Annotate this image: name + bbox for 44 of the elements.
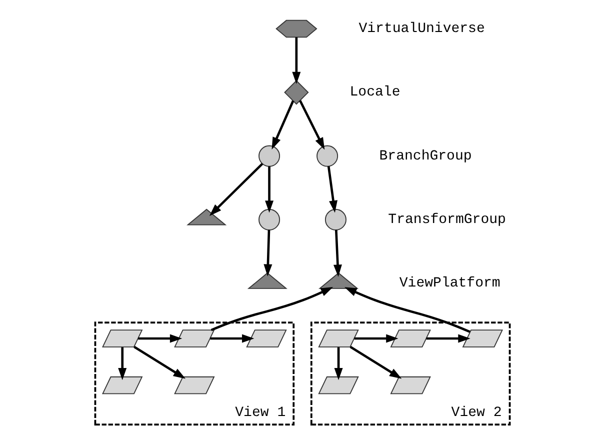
arrow — [210, 286, 334, 332]
node-parallelogram — [318, 376, 359, 394]
arrow — [292, 37, 301, 84]
node-parallelogram — [390, 376, 431, 394]
node-hexagon — [276, 20, 318, 38]
node-label: ViewPlatform — [399, 276, 500, 292]
arrow — [350, 346, 402, 379]
arrow — [299, 100, 325, 150]
node-label: VirtualUniverse — [358, 21, 485, 38]
node-triangle — [318, 272, 359, 289]
arrow — [344, 287, 470, 333]
node-parallelogram — [174, 330, 215, 348]
node-circle — [324, 208, 346, 230]
node-triangle — [247, 272, 288, 289]
arrow — [264, 230, 272, 276]
arrow — [426, 334, 470, 343]
cluster: View 2 — [310, 322, 511, 426]
arrow — [272, 100, 294, 150]
arrow — [209, 162, 264, 216]
arrow — [138, 334, 182, 343]
arrow — [333, 230, 342, 277]
arrow — [134, 346, 186, 379]
arrow — [354, 334, 398, 343]
arrow — [210, 334, 254, 343]
node-parallelogram — [102, 330, 143, 348]
node-label: BranchGroup — [379, 148, 472, 164]
node-parallelogram — [174, 376, 215, 394]
node-circle — [316, 145, 338, 167]
node-parallelogram — [462, 330, 503, 348]
cluster: View 1 — [94, 322, 295, 426]
node-parallelogram — [246, 330, 287, 348]
node-circle — [258, 208, 280, 230]
node-label: Locale — [350, 84, 400, 101]
arrow — [265, 166, 274, 213]
arrow — [327, 166, 338, 213]
node-label: TransformGroup — [388, 212, 506, 228]
node-diamond — [284, 80, 309, 105]
node-parallelogram — [102, 376, 143, 394]
arrow — [118, 347, 127, 380]
node-parallelogram — [390, 330, 431, 348]
node-triangle — [186, 208, 227, 226]
arrow — [334, 347, 343, 380]
node-parallelogram — [318, 330, 359, 348]
node-circle — [258, 145, 280, 167]
